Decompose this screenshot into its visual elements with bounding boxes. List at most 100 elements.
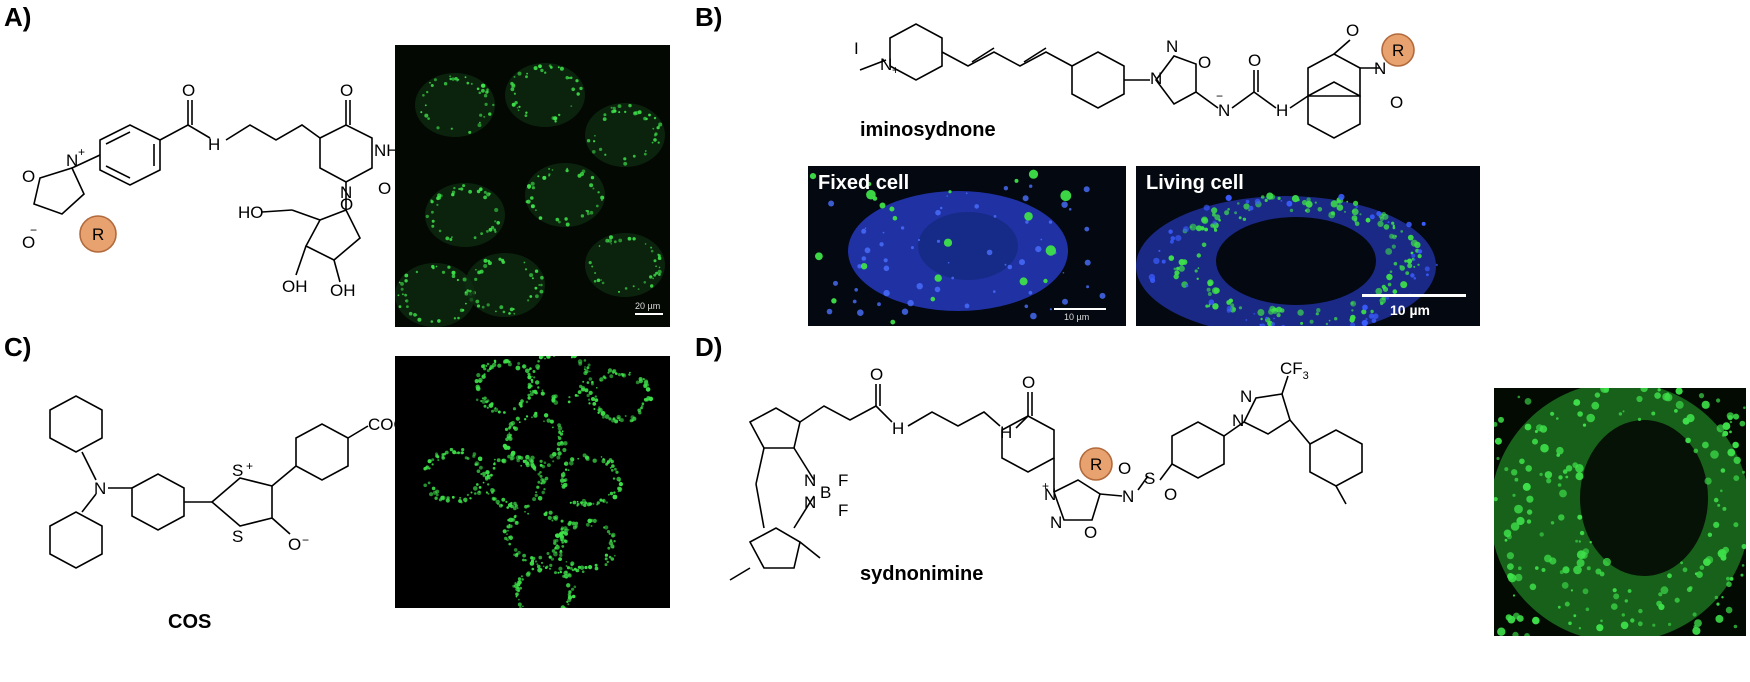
fluorescence-spot <box>603 113 607 117</box>
fluorescence-spot <box>1226 305 1233 312</box>
fluorescence-spot <box>1716 398 1721 403</box>
fluorescence-spot <box>1556 417 1559 420</box>
fluorescence-spot <box>592 502 595 505</box>
fluorescence-spot <box>566 167 568 170</box>
fluorescence-spot <box>890 319 896 325</box>
fluorescence-spot <box>612 494 618 500</box>
charge-b-plus: + <box>892 63 899 77</box>
fluorescence-spot <box>510 87 515 92</box>
fluorescence-spot <box>581 498 586 503</box>
fluorescence-spot <box>1207 281 1213 287</box>
fluorescence-spot <box>1061 201 1068 208</box>
fluorescence-spot <box>1344 210 1346 213</box>
fluorescence-spot <box>459 497 461 499</box>
fluorescence-spot <box>531 277 534 280</box>
fluorescence-spot <box>535 364 540 369</box>
fluorescence-spot <box>1729 430 1732 434</box>
fluorescence-spot <box>1350 301 1354 305</box>
fluorescence-spot <box>478 486 482 489</box>
fluorescence-spot <box>520 575 523 578</box>
fluorescence-spot <box>1586 566 1591 571</box>
fluorescence-spot <box>490 365 495 370</box>
fluorescence-spot <box>1062 298 1068 305</box>
fluorescence-spot <box>1620 621 1629 630</box>
atom-b-i: I <box>854 39 859 58</box>
fluorescence-spot <box>431 458 435 462</box>
fluorescence-spot <box>513 553 516 557</box>
nucleus-stain <box>465 253 545 317</box>
fluorescence-spot <box>485 365 488 367</box>
fluorescence-spot <box>1514 477 1519 482</box>
fluorescence-spot <box>503 411 506 414</box>
panel-b-structure: I N N N O N O H N O O R + − iminosydnone <box>854 21 1415 141</box>
fluorescence-spot <box>522 558 525 562</box>
fluorescence-spot <box>527 382 532 387</box>
fluorescence-spot <box>619 418 624 423</box>
fluorescence-spot <box>857 309 864 316</box>
fluorescence-spot <box>435 493 439 497</box>
fluorescence-spot <box>1589 541 1592 544</box>
fluorescence-spot <box>507 503 513 508</box>
fluorescence-spot <box>1389 233 1395 239</box>
fluorescence-spot <box>1359 213 1362 216</box>
fluorescence-spot <box>1030 312 1037 320</box>
fluorescence-spot <box>449 238 453 241</box>
fluorescence-spot <box>589 210 594 215</box>
fluorescence-spot <box>1652 623 1656 627</box>
fluorescence-spot <box>1540 443 1549 453</box>
fluorescence-spot <box>557 451 562 456</box>
fluorescence-spot <box>561 545 565 548</box>
fluorescence-spot <box>1504 467 1509 472</box>
fluorescence-spot <box>935 209 941 216</box>
fluorescence-spot <box>1417 263 1420 266</box>
fluorescence-spot <box>1721 596 1724 599</box>
fluorescence-spot <box>1281 324 1286 326</box>
fluorescence-spot <box>624 287 628 290</box>
fluorescence-spot <box>1226 300 1232 305</box>
fluorescence-spot <box>539 459 543 463</box>
fluorescence-spot <box>491 409 494 413</box>
fluorescence-spot <box>618 111 621 114</box>
fluorescence-spot <box>609 374 614 379</box>
fluorescence-spot <box>537 472 541 476</box>
fluorescence-spot <box>1391 221 1395 225</box>
fluorescence-spot <box>650 284 654 288</box>
fluorescence-spot <box>1362 304 1368 311</box>
fluorescence-spot <box>539 471 542 474</box>
fluorescence-spot <box>1694 619 1702 627</box>
fluorescence-spot <box>618 419 621 422</box>
fluorescence-spot <box>588 402 591 405</box>
fluorescence-spot <box>1741 564 1745 567</box>
fluorescence-spot <box>591 265 594 268</box>
fluorescence-spot <box>553 539 557 543</box>
fluorescence-spot <box>590 525 593 527</box>
fluorescence-spot <box>618 290 620 293</box>
panel-c-structure: N S S O COOH + − COS <box>49 395 419 633</box>
fluorescence-spot <box>1577 411 1583 417</box>
fluorescence-spot <box>1370 309 1374 314</box>
fluorescence-spot <box>470 82 473 85</box>
fluorescence-spot <box>907 299 914 307</box>
fluorescence-spot <box>483 258 488 263</box>
fluorescence-spot <box>525 75 528 79</box>
fluorescence-spot <box>1280 200 1283 202</box>
fluorescence-spot <box>1529 583 1537 591</box>
fluorescence-spot <box>1369 214 1375 220</box>
fluorescence-spot <box>483 396 487 400</box>
fluorescence-spot <box>1668 622 1672 626</box>
fluorescence-spot <box>475 398 479 402</box>
fluorescence-spot <box>1732 441 1739 449</box>
fluorescence-spot <box>516 507 519 509</box>
fluorescence-spot <box>449 77 452 81</box>
fluorescence-spot <box>1022 195 1029 202</box>
fluorescence-spot <box>541 391 545 396</box>
atom-c-n: N <box>94 479 106 498</box>
fluorescence-spot <box>1361 309 1367 315</box>
fluorescence-spot <box>476 304 481 308</box>
fluorescence-spot <box>1568 621 1572 626</box>
fluorescence-spot <box>1518 566 1522 570</box>
fluorescence-spot <box>1371 318 1377 323</box>
fluorescence-spot <box>1212 212 1216 217</box>
fluorescence-spot <box>627 236 632 241</box>
fluorescence-spot <box>1019 259 1025 266</box>
